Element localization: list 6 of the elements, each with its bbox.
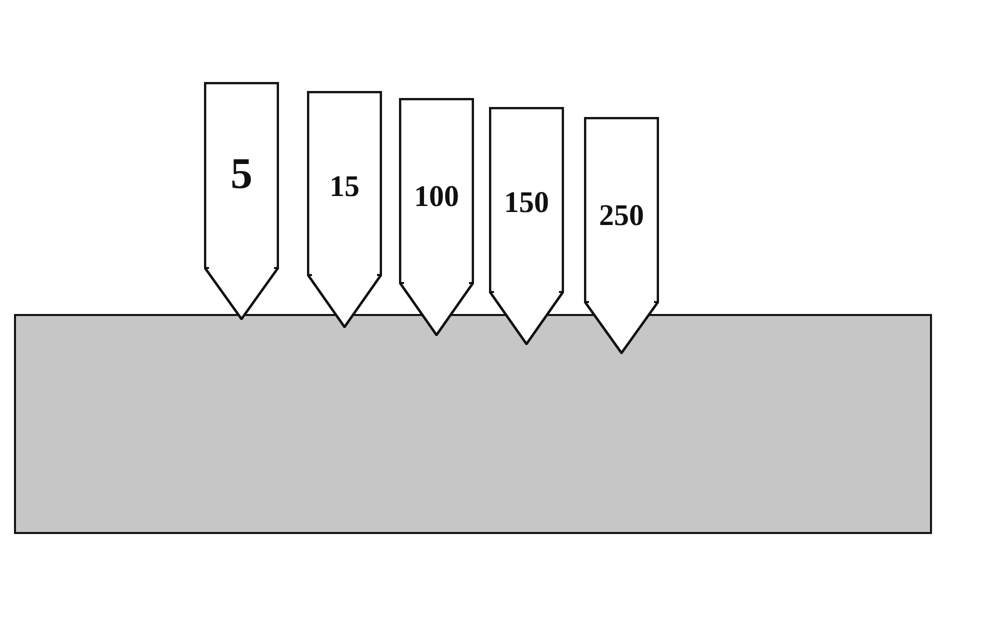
load-label: 15 xyxy=(328,170,360,204)
load-label: 150 xyxy=(503,186,550,220)
load-label: 5 xyxy=(230,148,254,199)
load-label: 100 xyxy=(413,180,460,214)
load-label: 250 xyxy=(598,199,645,233)
specimen-block xyxy=(14,314,932,534)
